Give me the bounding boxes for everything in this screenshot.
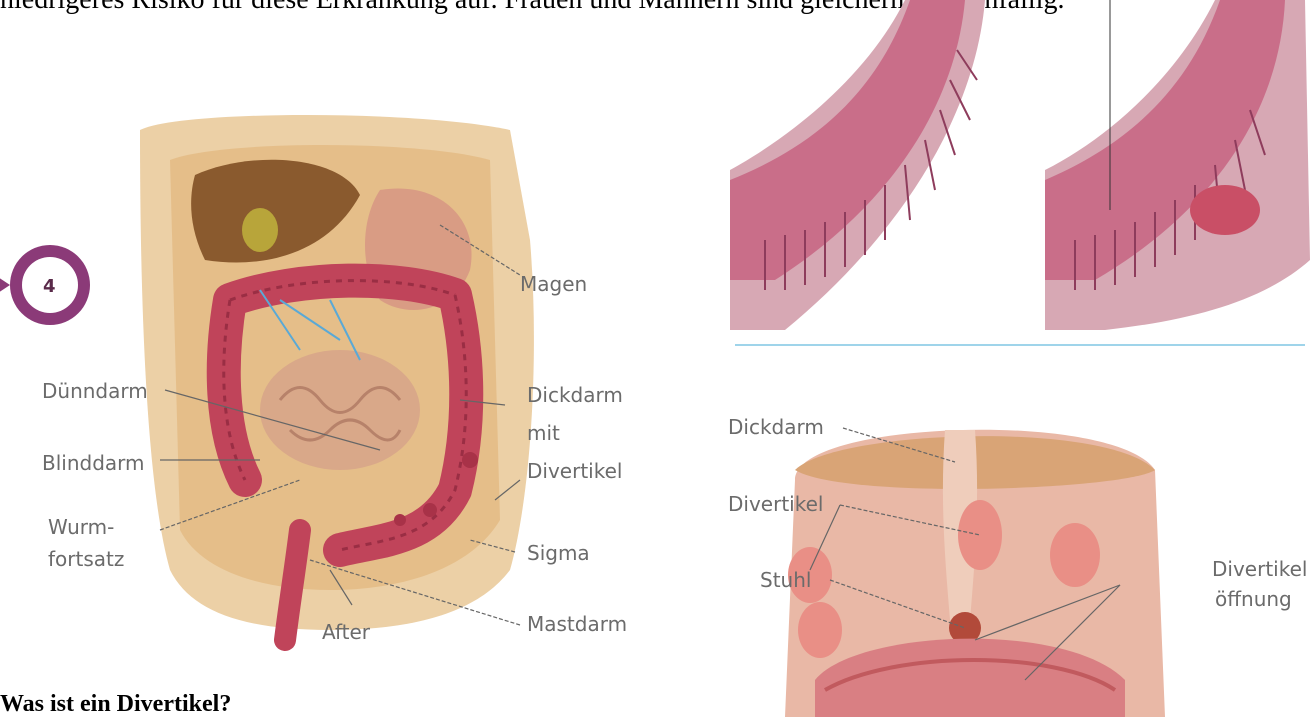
label-divertikel-oeffnung-1: Divertikel bbox=[1212, 557, 1307, 581]
label-mastdarm: Mastdarm bbox=[527, 612, 627, 636]
label-wurm: Wurm- bbox=[48, 515, 114, 539]
label-dickdarm-right: Dickdarm bbox=[728, 415, 824, 439]
label-divertikel: Divertikel bbox=[527, 459, 622, 483]
label-divertikel-right: Divertikel bbox=[728, 492, 823, 516]
label-after: After bbox=[322, 620, 370, 644]
abdomen-illustration: 4 Magen Dünndarm Dickdarm mit Divertikel… bbox=[0, 100, 680, 690]
label-magen: Magen bbox=[520, 272, 587, 296]
label-fortsatz: fortsatz bbox=[48, 547, 124, 571]
colon-wall-illustration: Dickdarm Divertikel Stuhl Divertikel öff… bbox=[725, 0, 1315, 717]
label-mit: mit bbox=[527, 421, 560, 445]
figure-number-badge: 4 bbox=[0, 245, 90, 325]
label-sigma: Sigma bbox=[527, 541, 590, 565]
badge-number: 4 bbox=[43, 276, 56, 297]
section-heading: Was ist ein Divertikel? bbox=[0, 690, 231, 718]
label-divertikel-oeffnung-2: öffnung bbox=[1215, 587, 1292, 611]
label-stuhl: Stuhl bbox=[760, 568, 811, 592]
label-duenndarm: Dünndarm bbox=[42, 379, 148, 403]
label-blinddarm: Blinddarm bbox=[42, 451, 145, 475]
label-dickdarm: Dickdarm bbox=[527, 383, 623, 407]
